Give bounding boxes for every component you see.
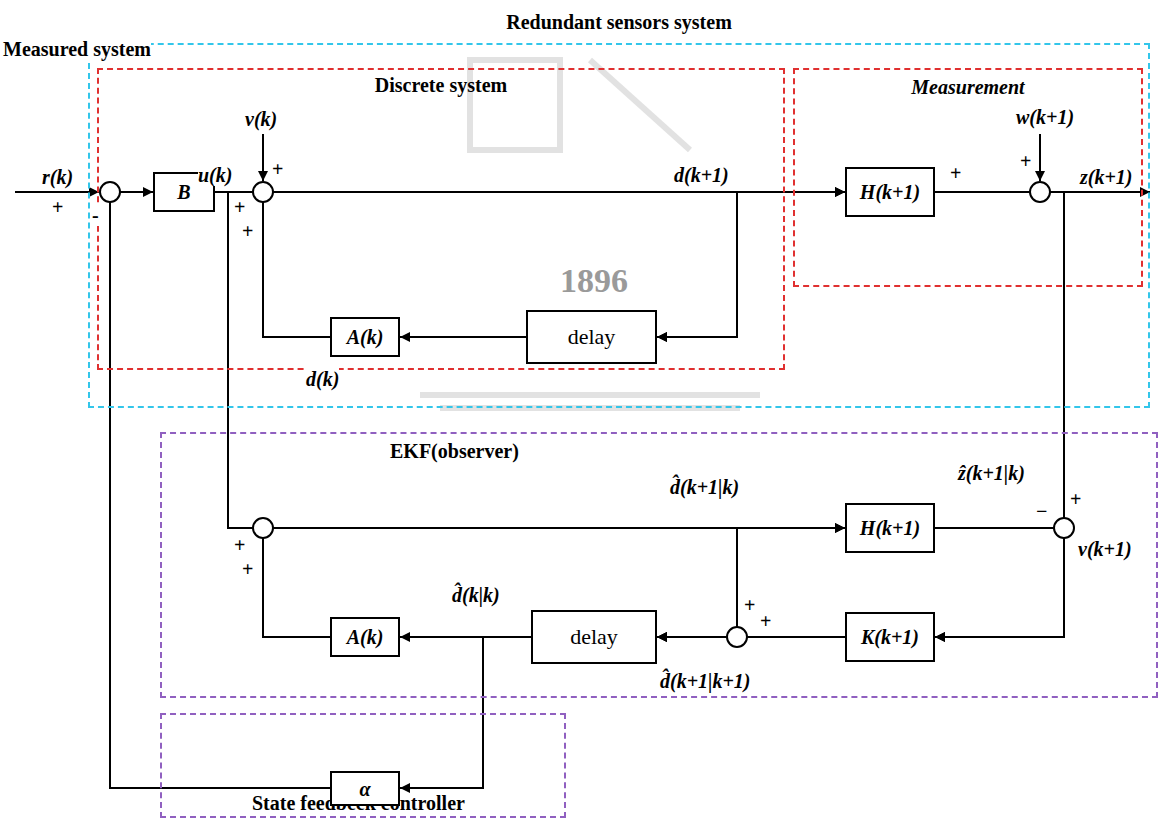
signal-label: d̂(k|k) [452,584,500,606]
summing-junction [1030,182,1050,202]
block-label: H(k+1) [860,181,920,203]
signal-label: u(k) [198,164,232,186]
block-label: A(k) [347,626,384,648]
sign-mark: + [744,594,755,616]
block-label: delay [568,325,616,349]
signal-connector [935,528,1064,637]
region-heading: Discrete system [99,74,783,96]
block-box: α [330,771,400,806]
watermark-text: 1896 [560,262,628,299]
watermark-shape [590,60,690,150]
signal-connector [215,192,737,637]
signal-label: d̂(k+1|k+1) [660,670,751,692]
sign-mark: + [1070,488,1081,510]
sign-mark: + [234,196,245,218]
signal-label: d(k) [306,368,339,390]
signal-label: z(k+1) [1080,166,1133,188]
block-box: A(k) [330,317,400,357]
block-label: K(k+1) [861,626,919,648]
noise-wire [262,134,264,181]
signal-connector [215,192,845,528]
sign-mark: + [760,610,771,632]
signal-label: w(k+1) [1016,106,1074,128]
signal-label: d(k+1) [674,164,729,186]
sign-mark: + [1020,150,1031,172]
input-wire [15,191,99,193]
block-label: B [177,181,190,203]
sign-mark: - [92,204,99,226]
block-box: H(k+1) [845,503,935,553]
sign-mark: + [242,558,253,580]
watermark [420,60,760,408]
region-heading: Redundant sensors system [90,11,1148,33]
signal-connector [215,192,737,337]
noise-wire [1039,134,1041,181]
output-wire [1064,191,1150,193]
signal-label: ν(k+1) [1078,538,1132,560]
block-box: A(k) [330,617,400,657]
summing-junction [1054,518,1074,538]
signal-connector [657,636,845,638]
system-region: Discrete systemB A(k) delay [97,68,785,370]
sign-mark: + [272,158,283,180]
sign-mark: + [52,196,63,218]
block-label: H(k+1) [860,517,920,539]
signal-label: ẑ(k+1|k) [958,462,1025,484]
block-label: A(k) [347,326,384,348]
system-label: Measured system [3,38,151,60]
summing-junction [253,518,273,538]
watermark-shape [470,60,560,150]
signal-connector [263,192,737,337]
block-box: K(k+1) [845,612,935,662]
block-label: α [359,778,370,800]
block-box: delay [531,610,657,664]
controller-region: State feedbeck controllerα [160,713,566,818]
summing-junction [727,627,747,647]
signal-label: r(k) [42,166,73,188]
signal-connector [110,192,330,788]
region-heading: EKF(observer) [390,440,519,462]
summing-junction [253,182,273,202]
block-label: delay [570,625,618,649]
signal-connector [935,192,1064,637]
block-box: H(k+1) [845,167,935,217]
sign-mark: + [950,162,961,184]
signal-connector [400,336,526,338]
sign-mark: + [242,220,253,242]
signal-label: v(k) [245,108,277,130]
block-box: delay [526,310,657,364]
signal-label: d̂(k+1|k) [670,476,739,498]
sign-mark: − [1036,500,1047,522]
sign-mark: + [234,534,245,556]
region-heading: Measurement [795,76,1141,98]
summing-junction [100,182,120,202]
